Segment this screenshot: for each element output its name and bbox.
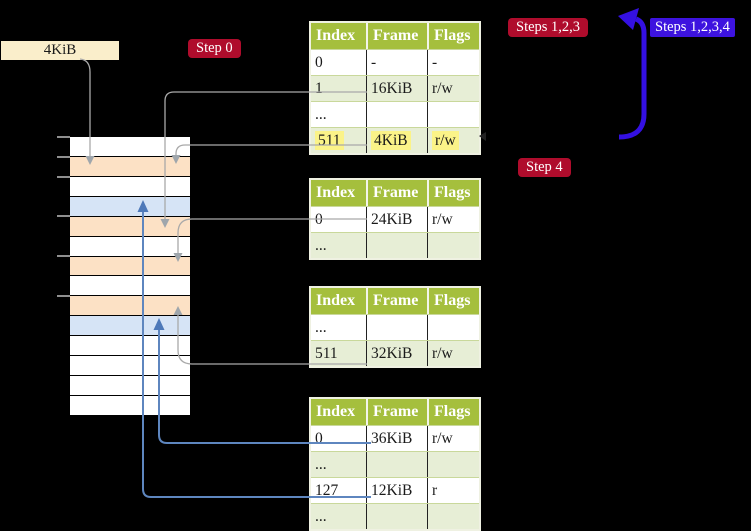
highlighted-value: 511 [315, 131, 344, 150]
table-cell [427, 102, 479, 127]
column-header: Index [316, 27, 356, 44]
table-cell: 12KiB [366, 478, 427, 503]
memory-row-blue [70, 196, 190, 217]
steps1234-label: Steps 1,2,3,4 [650, 18, 735, 37]
table-row: ... [311, 101, 479, 127]
column-header: Frame [366, 180, 427, 206]
table-cell: 0 [315, 211, 323, 228]
table-cell: ... [315, 319, 327, 336]
table-cell [427, 233, 479, 258]
table-cell: r/w [427, 426, 479, 451]
column-header: Flags [427, 23, 479, 49]
memory-row-wheat [70, 296, 190, 317]
table-row: ... [311, 314, 479, 340]
table-cell: 127 [315, 482, 339, 499]
table-cell: 511 [315, 345, 338, 362]
column-header: Frame [366, 399, 427, 425]
table-cell: - [366, 50, 427, 75]
column-header: Index [316, 292, 356, 309]
table-cell: 1 [315, 80, 323, 97]
memory-tick [57, 136, 70, 138]
table-cell: r/w [427, 341, 479, 366]
table-cell: r/w [427, 207, 479, 232]
column-header: Flags [427, 288, 479, 314]
memory-row-white [70, 236, 190, 257]
table-cell [427, 452, 479, 477]
table-cell: 4KiB [366, 128, 427, 153]
table-row: ... [311, 232, 479, 258]
table-cell: 16KiB [366, 76, 427, 101]
memory-tick [57, 295, 70, 297]
memory-row-white [70, 376, 190, 396]
memory-tick [57, 215, 70, 217]
column-header: Flags [427, 399, 479, 425]
memory-row-blue [70, 316, 190, 337]
highlighted-value: r/w [432, 131, 459, 150]
table-row: 511 4KiB r/w [311, 127, 479, 153]
physical-memory-column [70, 137, 190, 415]
table-cell [366, 315, 427, 340]
table-row: ... [311, 451, 479, 477]
table-cell [366, 452, 427, 477]
highlighted-value: 4KiB [371, 131, 411, 150]
table-cell [366, 233, 427, 258]
table-cell: 0 [315, 54, 323, 71]
table-cell: ... [315, 237, 327, 254]
table-cell: 511 [311, 128, 366, 153]
table-cell: r [427, 478, 479, 503]
step0-label: Step 0 [188, 39, 241, 58]
table-row: ... [311, 503, 479, 529]
memory-row-white [70, 137, 190, 157]
table-cell [427, 315, 479, 340]
memory-row-wheat [70, 256, 190, 277]
memory-row-wheat [70, 216, 190, 237]
memory-tick [57, 255, 70, 257]
table-cell: 32KiB [366, 341, 427, 366]
column-header: Index [316, 403, 356, 420]
memory-row-white [70, 276, 190, 297]
table-cell: 36KiB [366, 426, 427, 451]
table-cell: 0 [315, 430, 323, 447]
column-header: Frame [366, 288, 427, 314]
table-cell: ... [315, 106, 327, 123]
memory-row-white [70, 176, 190, 197]
memory-row-wheat [70, 156, 190, 177]
table-cell: ... [315, 456, 327, 473]
table-cell: - [427, 50, 479, 75]
step4-label: Step 4 [518, 158, 571, 177]
table-cell: r/w [427, 128, 479, 153]
frame-size-box: 4KiB [1, 41, 119, 60]
table-cell [427, 504, 479, 529]
column-header: Flags [427, 180, 479, 206]
table-cell: ... [315, 508, 327, 525]
memory-row-white [70, 395, 190, 415]
steps-loop-arrow [618, 8, 647, 140]
memory-tick [57, 156, 70, 158]
steps123-label: Steps 1,2,3 [508, 18, 589, 37]
table-cell [366, 504, 427, 529]
column-header: Frame [366, 23, 427, 49]
memory-row-white [70, 356, 190, 377]
table-cell [366, 102, 427, 127]
column-header: Index [316, 184, 356, 201]
table-cell: 24KiB [366, 207, 427, 232]
memory-row-white [70, 336, 190, 357]
memory-tick [57, 176, 70, 178]
table-row: 0 -- [311, 49, 479, 75]
table-cell: r/w [427, 76, 479, 101]
